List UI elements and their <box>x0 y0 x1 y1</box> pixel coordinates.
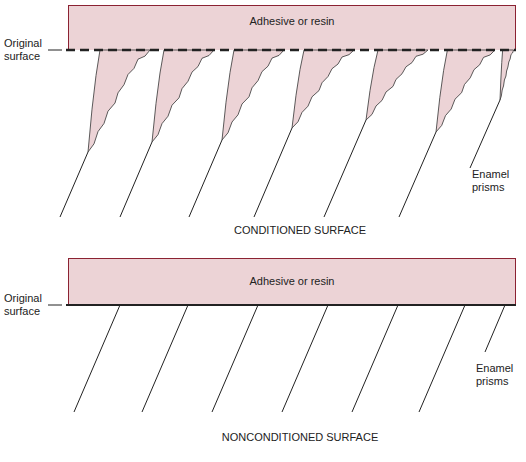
resin-tag <box>500 50 514 100</box>
prisms-label: Enamel prisms <box>476 362 526 388</box>
prism-line <box>60 152 88 217</box>
prism-line <box>399 132 436 217</box>
resin-tag <box>152 50 214 142</box>
prism-line <box>142 305 188 412</box>
leader-tick <box>48 50 62 51</box>
panel-caption: NONCONDITIONED SURFACE <box>130 431 470 444</box>
resin-tag <box>292 50 354 128</box>
prism-line <box>470 100 500 168</box>
resin-tags <box>88 50 514 152</box>
box-label: Adhesive or resin <box>69 275 515 288</box>
prism-line <box>352 305 398 412</box>
prism-line <box>324 120 366 217</box>
leader-tick <box>48 305 62 306</box>
enamel-prisms-nonconditioned <box>74 305 505 412</box>
panel-caption: CONDITIONED SURFACE <box>130 224 470 237</box>
resin-tag <box>88 50 150 152</box>
prism-line <box>212 305 258 412</box>
resin-layer-box: Adhesive or resin <box>68 258 516 305</box>
resin-tag <box>222 50 284 140</box>
resin-layer-box: Adhesive or resin <box>68 5 516 50</box>
prism-line <box>419 305 465 412</box>
enamel-prisms-conditioned <box>60 100 500 217</box>
prism-line <box>74 305 120 412</box>
prism-line <box>189 140 222 217</box>
resin-tag <box>366 50 428 120</box>
prism-line <box>120 142 152 217</box>
prisms-label: Enamel prisms <box>472 168 524 194</box>
prism-line <box>282 305 328 412</box>
box-label: Adhesive or resin <box>69 15 515 28</box>
prism-line <box>254 128 292 217</box>
surface-label: Original surface <box>4 37 50 63</box>
prism-line <box>485 305 505 352</box>
surface-label: Original surface <box>4 292 50 318</box>
resin-tag <box>436 50 495 132</box>
